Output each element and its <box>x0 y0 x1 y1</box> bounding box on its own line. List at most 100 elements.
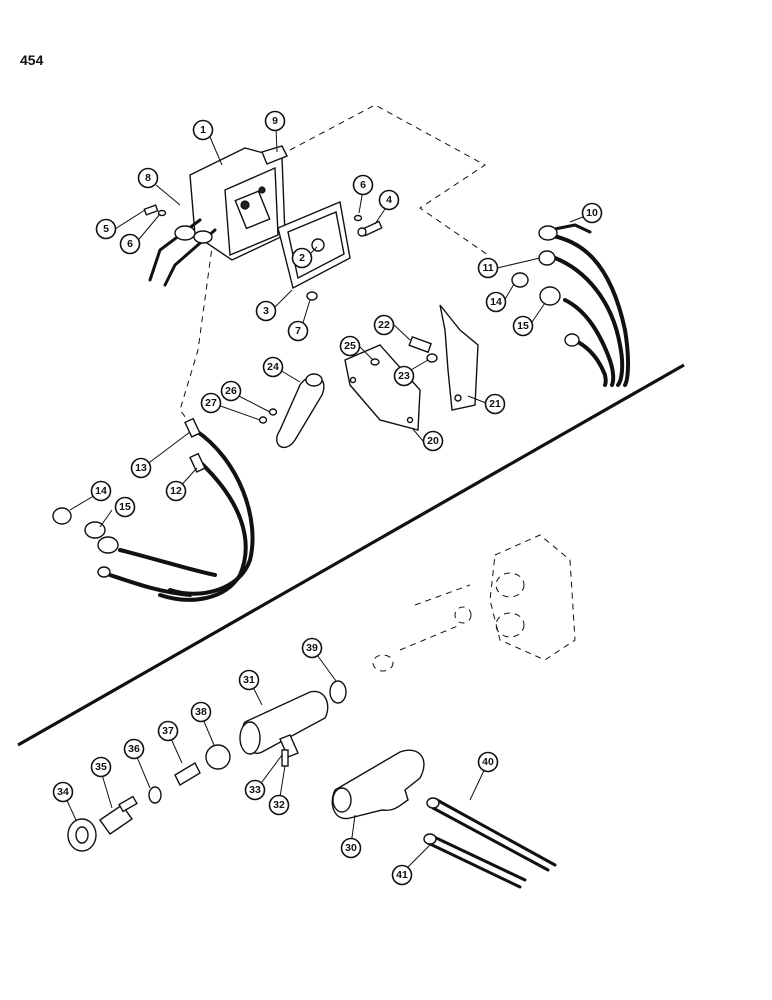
svg-text:2: 2 <box>299 252 305 264</box>
svg-text:1: 1 <box>200 124 206 136</box>
washer-23 <box>426 353 438 363</box>
svg-text:8: 8 <box>145 172 151 184</box>
svg-text:20: 20 <box>427 435 439 447</box>
o-ring-36 <box>148 786 162 804</box>
routing-dashed-line-left <box>179 239 214 431</box>
callout-31: 31 <box>238 669 260 691</box>
callout-25: 25 <box>339 335 361 357</box>
tube-41 <box>423 833 527 889</box>
cover-gasket <box>277 201 351 290</box>
valve-body-31 <box>239 690 329 758</box>
svg-text:9: 9 <box>272 115 278 127</box>
svg-text:12: 12 <box>170 485 182 497</box>
callout-14-right: 14 <box>485 291 507 313</box>
svg-text:10: 10 <box>586 207 598 219</box>
svg-text:27: 27 <box>205 397 217 409</box>
svg-text:40: 40 <box>482 756 494 768</box>
callout-4: 4 <box>378 189 400 211</box>
callout-37: 37 <box>157 720 179 742</box>
svg-text:4: 4 <box>386 194 392 206</box>
routing-dashed-line-upper <box>289 104 489 256</box>
washer-6-right <box>353 214 363 222</box>
tube-40 <box>426 797 557 872</box>
svg-text:34: 34 <box>57 786 69 798</box>
bolt-4 <box>357 220 383 237</box>
spring-37 <box>174 762 201 786</box>
svg-text:26: 26 <box>225 385 237 397</box>
right-hose-assembly <box>538 223 630 387</box>
callout-2: 2 <box>291 247 313 269</box>
callout-20: 20 <box>422 430 444 452</box>
callout-27: 27 <box>200 392 222 414</box>
callout-11: 11 <box>477 257 499 279</box>
screw-32 <box>281 749 289 767</box>
svg-text:31: 31 <box>243 674 255 686</box>
callout-6-upper: 6 <box>352 174 374 196</box>
spool-parts <box>372 584 472 672</box>
screw-25 <box>370 358 380 366</box>
callout-3: 3 <box>255 300 277 322</box>
nut-26 <box>268 408 278 416</box>
bolt-5 <box>143 204 159 216</box>
svg-text:5: 5 <box>103 223 109 235</box>
svg-text:6: 6 <box>127 238 133 250</box>
callout-15-left: 15 <box>114 496 136 518</box>
svg-text:37: 37 <box>162 725 174 737</box>
svg-text:14: 14 <box>490 296 502 308</box>
o-ring-39 <box>329 680 347 704</box>
callout-10: 10 <box>581 202 603 224</box>
svg-text:38: 38 <box>195 706 207 718</box>
plug-7 <box>306 291 318 301</box>
callout-15-right: 15 <box>512 315 534 337</box>
svg-text:15: 15 <box>517 320 529 332</box>
callout-39: 39 <box>301 637 323 659</box>
svg-text:39: 39 <box>306 642 318 654</box>
svg-text:25: 25 <box>344 340 356 352</box>
svg-text:33: 33 <box>249 784 261 796</box>
bracket-21 <box>439 304 479 411</box>
callout-41: 41 <box>391 864 413 886</box>
svg-text:13: 13 <box>135 462 147 474</box>
page-number: 454 <box>20 52 44 68</box>
bolt-22 <box>408 335 433 354</box>
svg-text:41: 41 <box>396 869 408 881</box>
callout-26: 26 <box>220 380 242 402</box>
callout-33: 33 <box>244 779 266 801</box>
callout-21: 21 <box>484 393 506 415</box>
svg-text:30: 30 <box>345 842 357 854</box>
callout-22: 22 <box>373 314 395 336</box>
valve-body-30 <box>331 749 425 820</box>
washer-27 <box>258 416 268 424</box>
callout-24: 24 <box>262 356 284 378</box>
svg-text:21: 21 <box>489 398 501 410</box>
svg-text:22: 22 <box>378 319 390 331</box>
section-divider-line <box>17 363 685 747</box>
svg-text:6: 6 <box>360 179 366 191</box>
callout-30: 30 <box>340 837 362 859</box>
svg-text:11: 11 <box>482 262 493 274</box>
callout-32: 32 <box>268 794 290 816</box>
svg-text:7: 7 <box>295 325 301 337</box>
callout-7: 7 <box>287 320 309 342</box>
callout-1: 1 <box>192 119 214 141</box>
svg-text:14: 14 <box>95 485 107 497</box>
callout-14-left: 14 <box>90 480 112 502</box>
callout-38: 38 <box>190 701 212 723</box>
callout-23: 23 <box>393 365 415 387</box>
left-hose-assembly <box>84 417 255 602</box>
callout-34: 34 <box>52 781 74 803</box>
cap-14-left <box>52 507 72 525</box>
callout-40: 40 <box>477 751 499 773</box>
svg-text:32: 32 <box>273 799 285 811</box>
callout-36: 36 <box>123 738 145 760</box>
callout-5: 5 <box>95 218 117 240</box>
callout-12: 12 <box>165 480 187 502</box>
nut-34 <box>67 818 97 852</box>
plug-35 <box>99 795 138 835</box>
callout-35: 35 <box>90 756 112 778</box>
cap-14-right <box>511 272 529 288</box>
callout-9: 9 <box>264 110 286 132</box>
callout-8: 8 <box>137 167 159 189</box>
housing-outline <box>489 534 576 661</box>
